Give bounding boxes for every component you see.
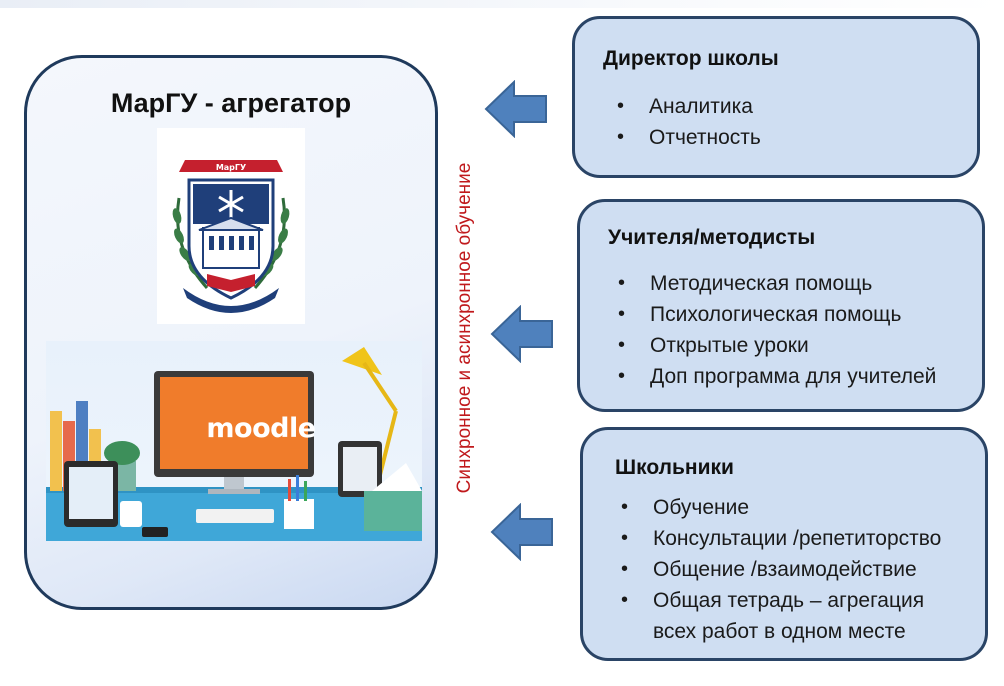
university-logo: МарГУ xyxy=(157,128,305,324)
list-item: Доп программа для учителей xyxy=(618,361,936,392)
list-item: Аналитика xyxy=(617,91,761,122)
list-item: Консультации /репетиторство xyxy=(621,523,941,554)
university-crest-icon: МарГУ xyxy=(172,160,290,313)
aggregator-panel: МарГУ - агрегатор xyxy=(24,55,438,610)
list-item: Психологическая помощь xyxy=(618,299,936,330)
arrow-left-icon xyxy=(490,503,554,561)
arrow-left-icon xyxy=(490,305,554,363)
sync-async-text: Синхронное и асинхронное обучение xyxy=(454,162,475,493)
arrow-left-icon xyxy=(484,80,548,138)
students-list: Обучение Консультации /репетиторство Общ… xyxy=(621,492,941,647)
list-item: Общая тетрадь – агрегация xyxy=(621,585,941,616)
logo-text: МарГУ xyxy=(216,163,246,172)
list-item: Открытые уроки xyxy=(618,330,936,361)
list-item: Методическая помощь xyxy=(618,268,936,299)
list-item-continuation: всех работ в одном месте xyxy=(653,620,906,643)
list-item: Общение /взаимодействие xyxy=(621,554,941,585)
sync-async-label: Синхронное и асинхронное обучение xyxy=(450,120,480,535)
moodle-illustration: moodle xyxy=(46,341,422,541)
list-item: Отчетность xyxy=(617,122,761,153)
teachers-box: Учителя/методисты Методическая помощь Пс… xyxy=(577,199,985,412)
aggregator-title: МарГУ - агрегатор xyxy=(110,88,352,118)
top-strip xyxy=(0,0,1004,8)
students-title: Школьники xyxy=(615,456,734,479)
teachers-list: Методическая помощь Психологическая помо… xyxy=(618,268,936,392)
list-item: Обучение xyxy=(621,492,941,523)
director-list: Аналитика Отчетность xyxy=(617,91,761,153)
director-box: Директор школы Аналитика Отчетность xyxy=(572,16,980,178)
students-box: Школьники Обучение Консультации /репетит… xyxy=(580,427,988,661)
director-title: Директор школы xyxy=(603,47,779,70)
moodle-logo-text: moodle xyxy=(206,413,316,444)
teachers-title: Учителя/методисты xyxy=(608,226,816,249)
